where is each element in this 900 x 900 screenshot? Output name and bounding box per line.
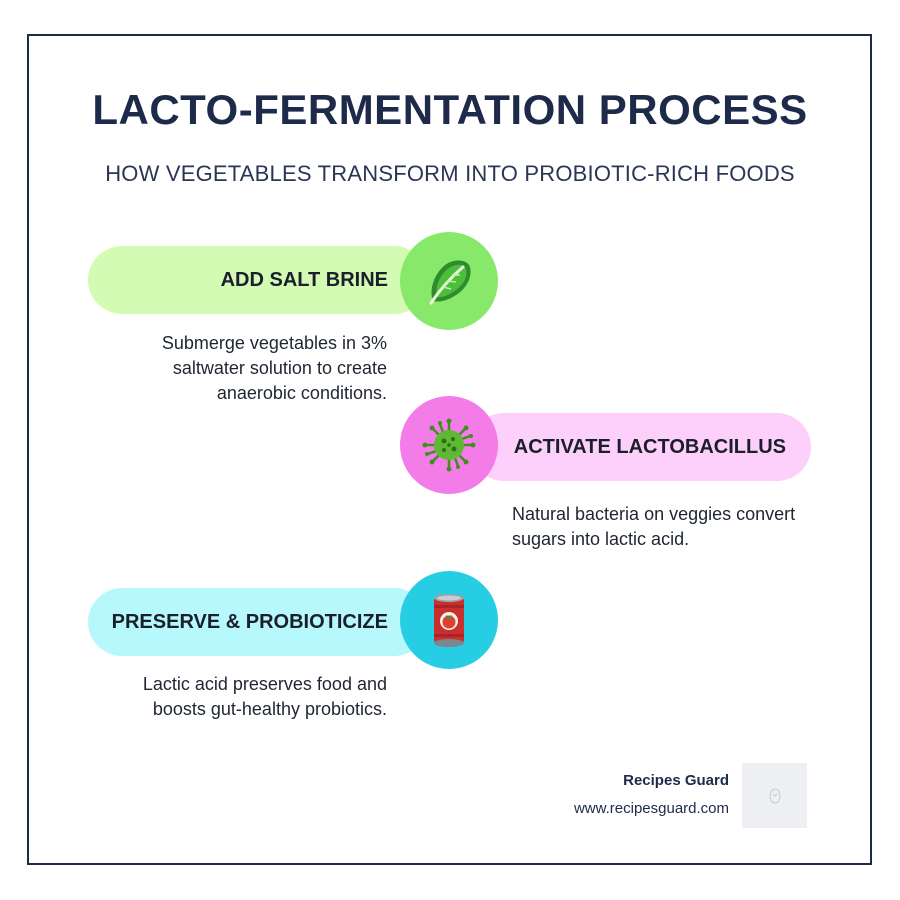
step-3-circle [400,571,498,669]
brand-url[interactable]: www.recipesguard.com [573,800,729,817]
page-subtitle: HOW VEGETABLES TRANSFORM INTO PROBIOTIC-… [105,161,795,186]
brand-logo [742,763,807,828]
step-1-description: Submerge vegetables in 3% saltwater solu… [161,333,387,403]
step-3-label: PRESERVE & PROBIOTICIZE [111,610,388,633]
step-3-description: Lactic acid preserves food and boosts gu… [142,674,387,719]
step-2-label: ACTIVATE LACTOBACILLUS [513,435,786,458]
microbe-icon [422,418,476,472]
step-1-label: ADD SALT BRINE [220,268,388,291]
page-frame [27,34,872,865]
lettuce-icon [429,260,471,305]
step-2-circle [400,396,498,494]
step-1-pill: ADD SALT BRINE [88,246,428,314]
step-2-description: Natural bacteria on veggies convert suga… [512,504,796,549]
step-2-pill: ACTIVATE LACTOBACILLUS [470,413,811,481]
brand-name: Recipes Guard [623,772,729,789]
step-3-pill: PRESERVE & PROBIOTICIZE [88,588,428,656]
canned-food-icon [434,594,464,647]
page-title: LACTO-FERMENTATION PROCESS [92,86,808,133]
recipes-guard-logo-icon [769,788,780,803]
step-1-circle [400,232,498,330]
